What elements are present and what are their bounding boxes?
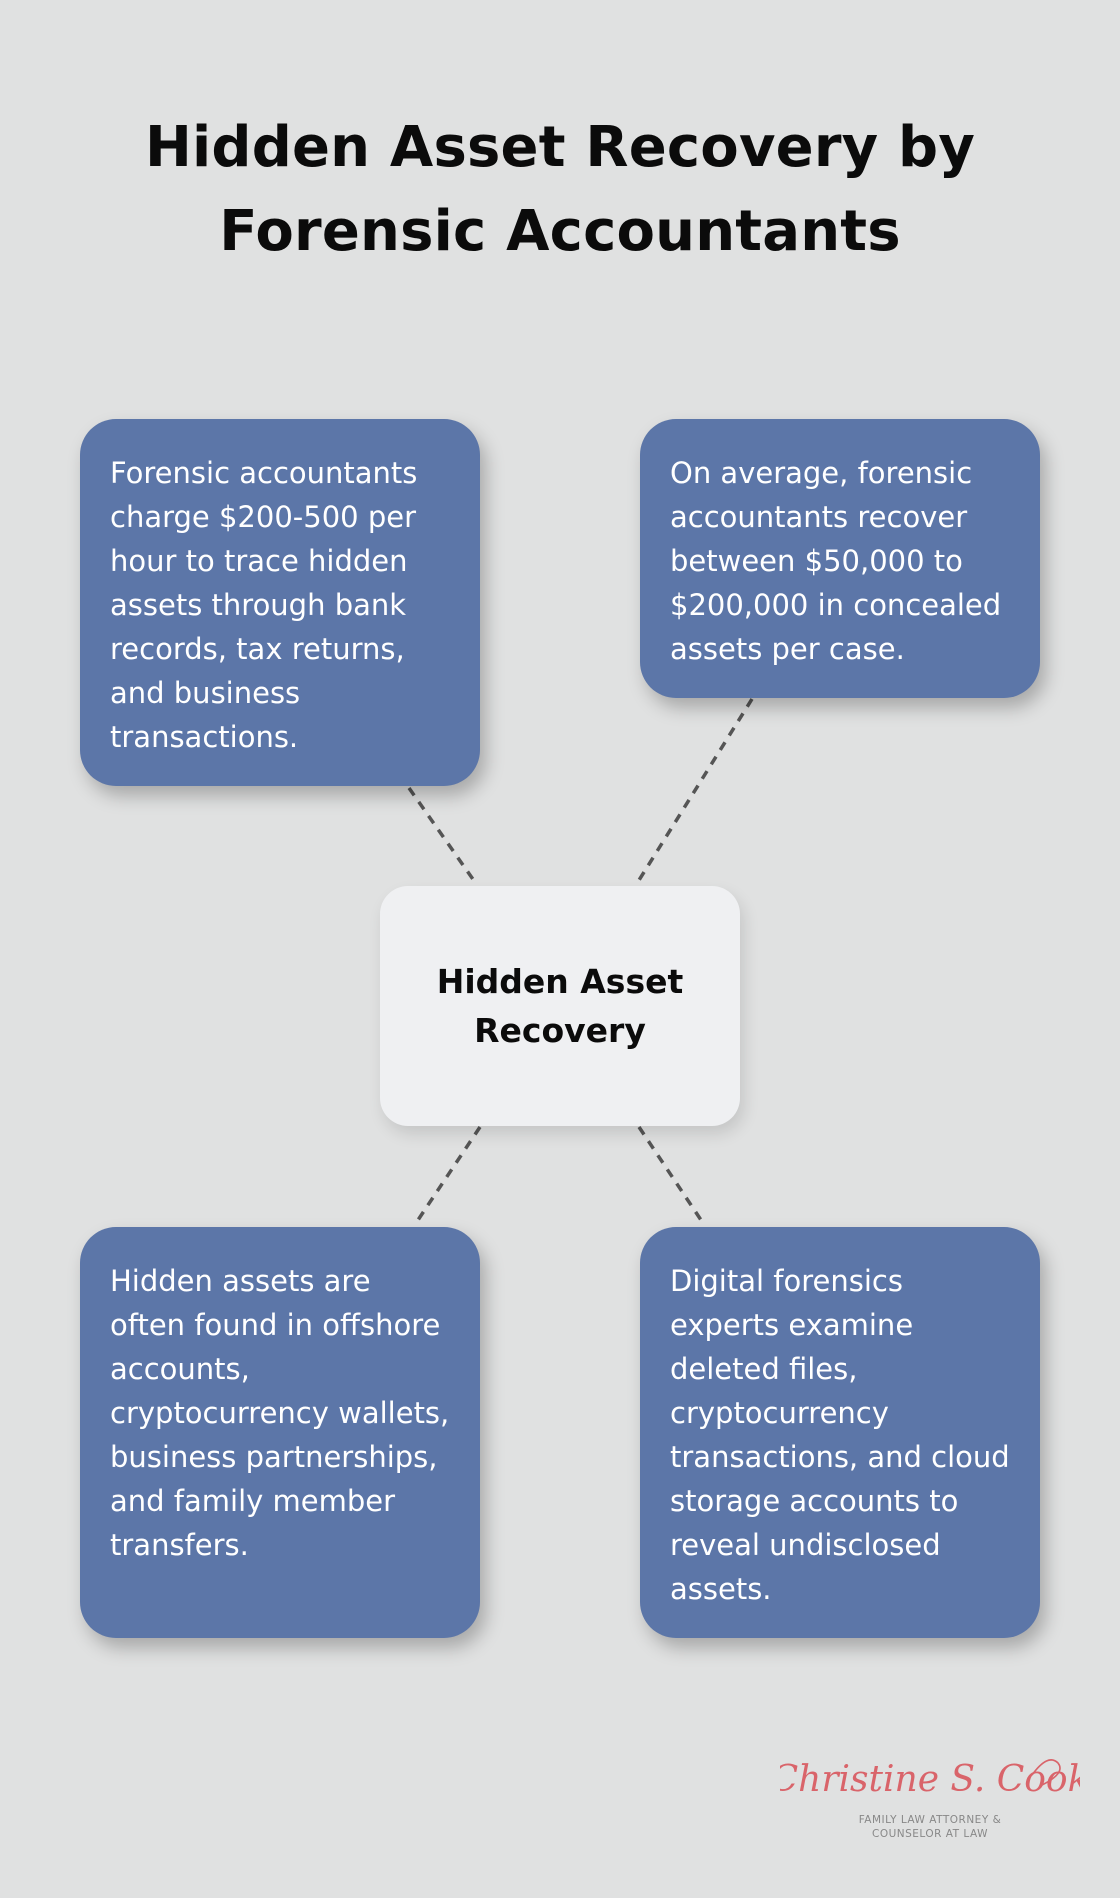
connector-bottom-left: [412, 1126, 482, 1227]
logo-script-name: Christine S. Cook: [780, 1759, 1080, 1800]
connector-top-right: [634, 698, 754, 886]
page-title: Hidden Asset Recovery by Forensic Accoun…: [144, 115, 976, 264]
card-hourly-rates: Forensic accountants charge $200-500 per…: [80, 419, 480, 786]
logo-tagline-line1: FAMILY LAW ATTORNEY &: [859, 1814, 1002, 1826]
brand-logo: Christine S. Cook FAMILY LAW ATTORNEY & …: [780, 1759, 1080, 1840]
card-hiding-places: Hidden assets are often found in offshor…: [80, 1227, 480, 1638]
logo-tagline-line2: COUNSELOR AT LAW: [872, 1828, 988, 1840]
center-node: Hidden Asset Recovery: [380, 886, 740, 1126]
center-node-label: Hidden Asset Recovery: [436, 962, 684, 1050]
card-digital-forensics: Digital forensics experts examine delete…: [640, 1227, 1040, 1638]
connector-top-left: [407, 786, 479, 887]
logo-flourish: [1031, 1759, 1061, 1786]
connector-bottom-right: [637, 1126, 707, 1227]
card-average-recovery: On average, forensic accountants recover…: [640, 419, 1040, 698]
